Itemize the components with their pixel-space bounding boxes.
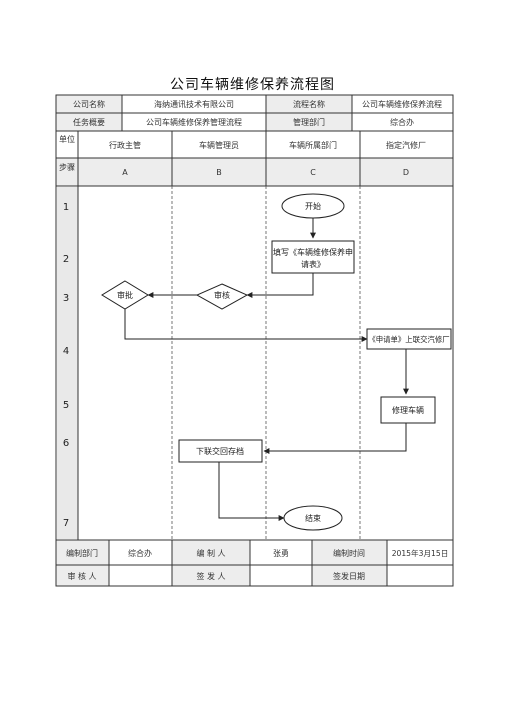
process-value: 公司车辆维修保养流程 bbox=[362, 99, 442, 109]
swimlane-body bbox=[55, 185, 454, 541]
step-number-4: 4 bbox=[63, 346, 69, 357]
flow-approve-to-submit bbox=[124, 309, 368, 342]
task-label: 任务概要 bbox=[73, 117, 105, 127]
task-value: 公司车辆维修保养管理流程 bbox=[146, 117, 242, 127]
archive-text: 下联交回存档 bbox=[196, 446, 244, 456]
approve-text: 审批 bbox=[117, 290, 133, 300]
lane-d-name: 指定汽修厂 bbox=[386, 140, 426, 150]
end-node bbox=[283, 505, 343, 531]
step-number-6: 6 bbox=[63, 438, 69, 449]
lane-b-letter: B bbox=[216, 168, 222, 177]
repair-text: 修理车辆 bbox=[392, 405, 424, 415]
fill-form-text-1: 填写《车辆维修保养申 bbox=[273, 247, 353, 257]
prepared-dept-label: 编制部门 bbox=[66, 548, 98, 558]
lane-c-letter: C bbox=[310, 168, 316, 177]
submit-node bbox=[366, 328, 452, 350]
fill-form-text-2: 请表》 bbox=[301, 259, 325, 269]
preparer-label: 编 制 人 bbox=[196, 548, 225, 558]
step-number-3: 3 bbox=[63, 293, 69, 304]
lane-a-letter: A bbox=[122, 168, 128, 177]
step-number-1: 1 bbox=[63, 202, 69, 213]
lane-header bbox=[55, 130, 454, 187]
end-text: 结束 bbox=[305, 513, 321, 523]
lane-b-name: 车辆管理员 bbox=[199, 140, 239, 150]
info-table bbox=[55, 94, 454, 132]
approve-node bbox=[101, 280, 149, 310]
start-node bbox=[281, 193, 345, 219]
prepared-date-value: 2015年3月15日 bbox=[392, 548, 449, 558]
unit-label: 单位 bbox=[59, 134, 75, 144]
page-title: 公司车辆维修保养流程图 bbox=[170, 77, 335, 93]
repair-node bbox=[380, 396, 436, 424]
step-number-2: 2 bbox=[63, 254, 69, 265]
preparer-value: 张勇 bbox=[273, 549, 289, 558]
issue-date-label: 签发日期 bbox=[333, 571, 365, 581]
flow-archive-to-end bbox=[218, 462, 285, 521]
review-text: 审核 bbox=[214, 290, 230, 300]
step-number-7: 7 bbox=[63, 518, 69, 529]
company-value: 海纳通讯技术有限公司 bbox=[154, 99, 234, 109]
prepared-dept-value: 综合办 bbox=[128, 548, 152, 558]
dept-value: 综合办 bbox=[390, 117, 414, 127]
review-node bbox=[195, 283, 249, 310]
flow-repair-to-archive bbox=[263, 423, 407, 454]
step-label: 步骤 bbox=[59, 163, 75, 172]
lane-d-letter: D bbox=[403, 168, 409, 177]
reviewer-label: 审 核 人 bbox=[67, 571, 96, 581]
start-text: 开始 bbox=[305, 201, 321, 211]
prepared-date-label: 编制时间 bbox=[333, 548, 365, 558]
archive-node bbox=[178, 439, 263, 463]
issuer-label: 签 发 人 bbox=[196, 571, 225, 581]
footer-table bbox=[55, 539, 454, 587]
submit-text: 《申请单》上联交汽修厂 bbox=[368, 335, 449, 344]
fill-form-node bbox=[271, 240, 355, 274]
lane-c-name: 车辆所属部门 bbox=[289, 140, 337, 150]
flow-fill-to-review bbox=[246, 273, 314, 298]
process-label: 流程名称 bbox=[293, 99, 325, 109]
step-number-5: 5 bbox=[63, 400, 69, 411]
company-label: 公司名称 bbox=[73, 99, 105, 109]
dept-label: 管理部门 bbox=[293, 117, 325, 127]
lane-a-name: 行政主管 bbox=[109, 140, 141, 150]
